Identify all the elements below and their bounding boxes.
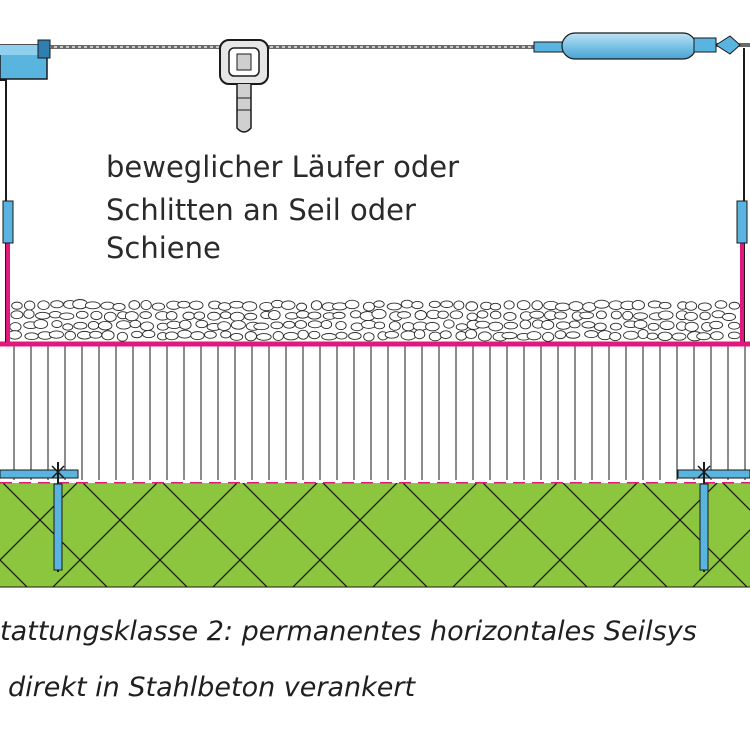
- gravel-layer: [7, 298, 744, 342]
- glider-runner: [219, 39, 269, 133]
- concrete-slab: [0, 483, 750, 588]
- rope-tensioner: [533, 32, 741, 60]
- glider-label-line-3: Schiene: [106, 231, 221, 265]
- parapet-edge-left: [0, 79, 14, 346]
- slab-anchor-left: [0, 462, 79, 572]
- parapet-edge-right: [736, 48, 750, 346]
- figure-caption-line-1: tattungsklasse 2: permanentes horizontal…: [0, 616, 697, 647]
- end-anchor-left: [0, 39, 51, 80]
- glider-label-line-1: beweglicher Läufer oder: [106, 150, 459, 184]
- slab-anchor-right: [677, 462, 750, 572]
- insulation-layer: [0, 341, 750, 482]
- glider-label-line-2: Schlitten an Seil oder: [106, 193, 416, 227]
- figure-caption-line-2: direkt in Stahlbeton verankert: [8, 672, 416, 703]
